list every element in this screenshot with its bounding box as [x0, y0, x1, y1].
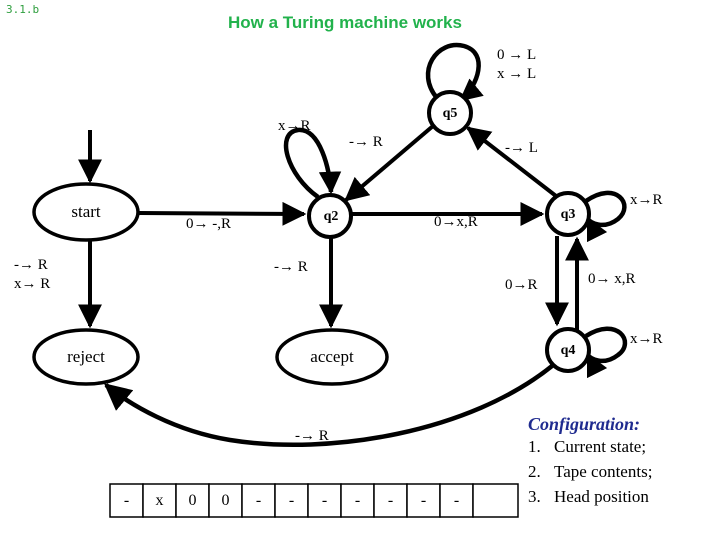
tape-cell[interactable]: - [453, 491, 460, 509]
state-label-q2: q2 [323, 209, 339, 224]
configuration-list: 1. Current state; 2. Tape contents; 3. H… [528, 437, 652, 512]
edge-q4-to-reject [103, 364, 554, 448]
edge-label-q5-to-q2: -→ R [349, 134, 383, 150]
edge-label-q4-to-q3: 0→ x,R [588, 271, 636, 287]
state-label-reject: reject [67, 347, 105, 366]
tape-cell[interactable]: - [354, 491, 361, 509]
state-q2[interactable] [307, 193, 353, 239]
state-label-start: start [71, 202, 101, 221]
edge-label-q2-self: x→R [278, 118, 311, 134]
configuration-item-number: 1. [528, 437, 541, 456]
edge-label-q4-self: x→R [630, 331, 663, 347]
tape-cell[interactable]: - [255, 491, 262, 509]
edge-label-start-to-q2: 0→ -,R [186, 216, 231, 232]
tape-cell[interactable]: x [155, 491, 164, 509]
edge-label-line: x→ R [14, 275, 51, 292]
edge-start-to-q2 [138, 201, 307, 226]
tape-cell[interactable]: - [123, 491, 130, 509]
edge-label-q3-to-q5: -→ L [505, 140, 538, 156]
tape-cell[interactable]: 0 [221, 491, 230, 509]
configuration-item-text: Head position [554, 487, 649, 506]
state-label-q5: q5 [442, 106, 458, 121]
state-q5[interactable] [427, 90, 473, 136]
edge-label-q2-to-q3: 0→x,R [434, 214, 478, 230]
state-label-accept: accept [310, 347, 354, 366]
configuration-item: 3. Head position [528, 487, 652, 512]
tape-cell[interactable]: - [321, 491, 328, 509]
edge-label-line: x → L [497, 65, 537, 82]
tape-cell[interactable]: - [420, 491, 427, 509]
edge-label-start-to-reject: -→ R x→ R [14, 256, 50, 294]
edge-q3-self-loop [584, 190, 627, 243]
state-q3[interactable] [545, 191, 591, 237]
edge-q3-to-q5 [466, 126, 558, 198]
configuration-item-number: 2. [528, 462, 541, 481]
tape-cell[interactable]: 0 [188, 491, 197, 509]
configuration-item-text: Tape contents; [554, 462, 653, 481]
edge-label-line: 0 → L [497, 47, 537, 63]
tape-cell[interactable]: - [288, 491, 295, 509]
edge-label-q5-self: 0 → L x → L [497, 46, 536, 84]
edge-q4-self-loop [584, 326, 628, 379]
edge-label-q3-self: x→R [630, 192, 663, 208]
page-title: How a Turing machine works [228, 13, 462, 32]
configuration-item: 1. Current state; [528, 437, 652, 462]
edge-q5-self-loop [425, 42, 484, 102]
tape-strip [109, 483, 519, 518]
state-start[interactable] [32, 182, 140, 242]
configuration-item: 2. Tape contents; [528, 462, 652, 487]
state-accept[interactable] [275, 328, 389, 386]
state-label-q4: q4 [560, 343, 576, 358]
configuration-item-text: Current state; [554, 437, 647, 456]
tape-cell[interactable]: - [387, 491, 394, 509]
edge-label-q2-to-accept: -→ R [274, 259, 308, 275]
configuration-heading: Configuration: [528, 414, 641, 434]
slide-number: 3.1.b [6, 3, 40, 16]
state-reject[interactable] [32, 328, 140, 386]
edge-label-line: -→ R [14, 257, 48, 273]
configuration-item-number: 3. [528, 487, 541, 506]
edge-q2-self-loop [283, 127, 342, 199]
state-q4[interactable] [545, 327, 591, 373]
edge-q5-to-q2 [344, 124, 435, 202]
edge-label-q3-to-q4: 0→R [505, 277, 538, 293]
edge-label-q4-to-reject: -→ R [295, 428, 329, 444]
state-label-q3: q3 [560, 207, 576, 222]
